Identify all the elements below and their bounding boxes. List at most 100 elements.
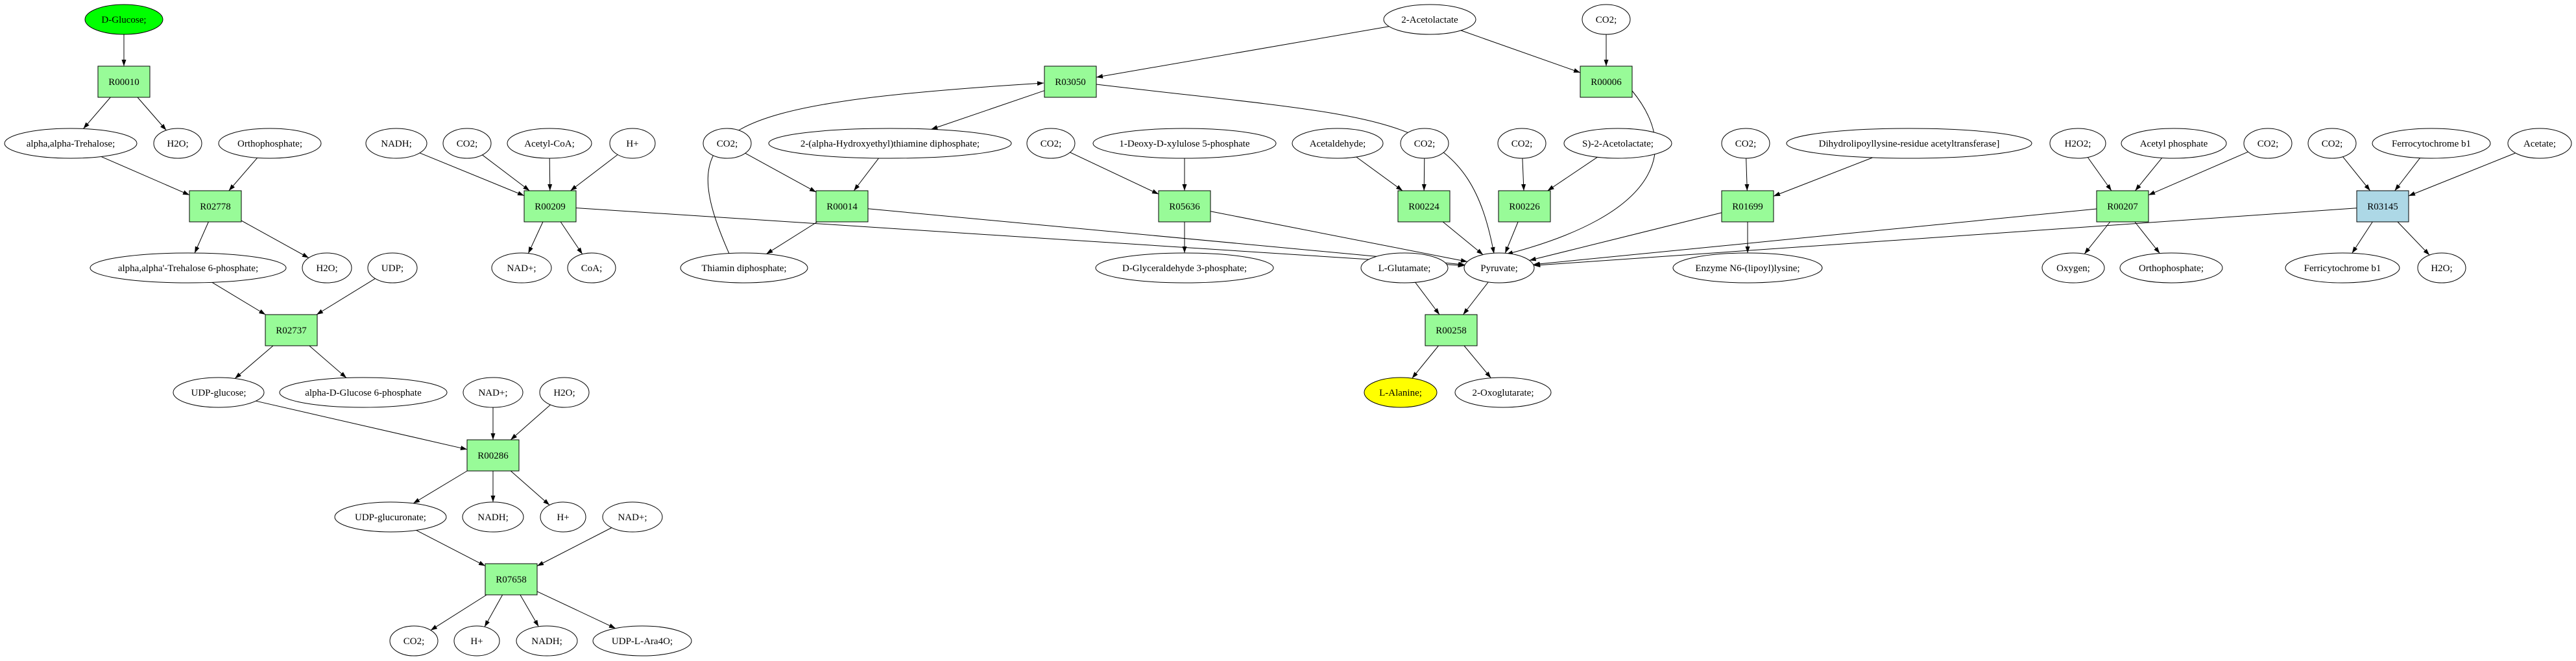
compound-node[interactable]: Orthophosphate; <box>2119 252 2223 283</box>
node-label: UDP; <box>381 263 403 274</box>
compound-node[interactable]: D-Glucose; <box>84 4 163 35</box>
compound-ellipse <box>540 501 586 533</box>
compound-node[interactable]: Ferrocytochrome b1 <box>2372 128 2491 159</box>
compound-node[interactable]: CO2; <box>1721 128 1770 159</box>
reaction-box <box>1721 190 1774 222</box>
compound-node[interactable]: L-Glutamate; <box>1360 252 1449 283</box>
node-label: R01699 <box>1732 202 1763 212</box>
compound-node[interactable]: NAD+; <box>602 501 663 533</box>
reaction-box <box>1044 66 1097 98</box>
reaction-node-R00207[interactable]: R00207 <box>2096 190 2149 222</box>
compound-node[interactable]: alpha-D-Glucose 6-phosphate <box>279 377 448 408</box>
node-label: UDP-glucose; <box>191 388 247 398</box>
compound-node[interactable]: S)-2-Acetolactate; <box>1563 128 1672 159</box>
edge-acald-to-R00224 <box>1356 156 1403 191</box>
compound-node[interactable]: H2O; <box>2417 252 2466 283</box>
reaction-node-R00209[interactable]: R00209 <box>524 190 577 222</box>
compound-node[interactable]: NADH; <box>365 128 427 159</box>
node-label: L-Glutamate; <box>1378 263 1431 274</box>
reaction-node-R00014[interactable]: R00014 <box>815 190 869 222</box>
compound-node[interactable]: 1-Deoxy-D-xylulose 5-phosphate <box>1092 128 1277 159</box>
compound-node[interactable]: Pyruvate; <box>1463 252 1535 283</box>
compound-node[interactable]: CO2; <box>2243 128 2293 159</box>
compound-node[interactable]: 2-Acetolactate <box>1383 4 1476 35</box>
edge-co2_g-to-R01699 <box>1744 158 1750 191</box>
compound-node[interactable]: CO2; <box>1026 128 1076 159</box>
compound-node[interactable]: UDP-glucose; <box>173 377 265 408</box>
compound-node[interactable]: CO2; <box>1497 128 1547 159</box>
compound-ellipse <box>567 252 616 283</box>
compound-node[interactable]: H+ <box>540 501 586 533</box>
compound-ellipse <box>84 4 163 35</box>
reaction-node-R00286[interactable]: R00286 <box>466 439 520 472</box>
compound-node[interactable]: Oxygen; <box>2041 252 2105 283</box>
compound-node[interactable]: NAD+; <box>463 377 524 408</box>
edge-R03145-to-pyr <box>1534 208 2357 268</box>
node-label: D-Glucose; <box>101 15 146 25</box>
compound-node[interactable]: UDP-L-Ara4O; <box>592 625 692 656</box>
compound-node[interactable]: CO2; <box>1582 4 1631 35</box>
compound-node[interactable]: Acetyl-CoA; <box>507 128 592 159</box>
reaction-node-R03145[interactable]: R03145 <box>2356 190 2409 222</box>
reaction-node-R00258[interactable]: R00258 <box>1425 314 1478 346</box>
compound-ellipse <box>2285 252 2400 283</box>
compound-node[interactable]: UDP; <box>367 252 418 283</box>
compound-node[interactable]: H2O; <box>539 377 590 408</box>
node-label: Pyruvate; <box>1480 263 1518 274</box>
compound-node[interactable]: Ferricytochrome b1 <box>2285 252 2400 283</box>
compound-node[interactable]: H2O2; <box>2049 128 2106 159</box>
compound-ellipse <box>4 128 138 159</box>
compound-node[interactable]: CoA; <box>567 252 616 283</box>
compound-node[interactable]: alpha,alpha-Trehalose; <box>4 128 138 159</box>
edge-R00014-to-thdp <box>766 221 818 254</box>
compound-node[interactable]: H+ <box>453 625 500 656</box>
node-label: alpha,alpha-Trehalose; <box>27 139 115 149</box>
compound-node[interactable]: NADH; <box>462 501 524 533</box>
compound-node[interactable]: Orthophosphate; <box>218 128 322 159</box>
compound-ellipse <box>1463 252 1535 283</box>
reaction-node-R00224[interactable]: R00224 <box>1397 190 1451 222</box>
compound-node[interactable]: Acetate; <box>2507 128 2572 159</box>
node-label: R07658 <box>496 575 527 585</box>
edge-R02737-to-udpglc <box>234 345 274 379</box>
reaction-node-R01699[interactable]: R01699 <box>1721 190 1774 222</box>
compound-node[interactable]: NADH; <box>516 625 578 656</box>
compound-node[interactable]: Enzyme N6-(lipoyl)lysine; <box>1672 252 1823 283</box>
compound-node[interactable]: Acetyl phosphate <box>2121 128 2227 159</box>
compound-node[interactable]: CO2; <box>389 625 439 656</box>
compound-node[interactable]: 2-(alpha-Hydroxyethyl)thiamine diphospha… <box>768 128 1012 159</box>
compound-ellipse <box>2417 252 2466 283</box>
reaction-node-R00010[interactable]: R00010 <box>97 66 150 98</box>
compound-node[interactable]: CO2; <box>703 128 752 159</box>
compound-node[interactable]: Thiamin diphosphate; <box>680 252 808 283</box>
compound-ellipse <box>1454 377 1552 408</box>
reaction-node-R00226[interactable]: R00226 <box>1498 190 1551 222</box>
reaction-node-R03050[interactable]: R03050 <box>1044 66 1097 98</box>
node-label: R00006 <box>1591 77 1622 88</box>
reaction-node-R02778[interactable]: R02778 <box>189 190 242 222</box>
compound-node[interactable]: D-Glyceraldehyde 3-phosphate; <box>1095 252 1274 283</box>
compound-ellipse <box>1563 128 1672 159</box>
edge-hetdp-to-R00014 <box>853 158 879 191</box>
compound-node[interactable]: H2O; <box>302 252 352 283</box>
reaction-node-R02737[interactable]: R02737 <box>265 314 318 346</box>
compound-node[interactable]: 2-Oxoglutarate; <box>1454 377 1552 408</box>
reaction-node-R00006[interactable]: R00006 <box>1580 66 1633 98</box>
node-label: R02737 <box>276 326 307 336</box>
compound-node[interactable]: H+ <box>609 128 656 159</box>
compound-node[interactable]: Acetaldehyde; <box>1292 128 1384 159</box>
node-label: H+ <box>626 139 638 149</box>
edge-R00209-to-nadp_a <box>527 221 544 254</box>
compound-node[interactable]: H2O; <box>153 128 202 159</box>
compound-node[interactable]: CO2; <box>1400 128 1449 159</box>
compound-node[interactable]: CO2; <box>2307 128 2357 159</box>
compound-node[interactable]: UDP-glucuronate; <box>334 501 447 533</box>
compound-node[interactable]: Dihydrolipoyllysine-residue acetyltransf… <box>1786 128 2032 159</box>
compound-node[interactable]: alpha,alpha'-Trehalose 6-phosphate; <box>90 252 287 283</box>
compound-node[interactable]: L-Alanine; <box>1364 377 1438 408</box>
node-label: H2O; <box>553 388 575 398</box>
reaction-node-R07658[interactable]: R07658 <box>485 563 538 595</box>
reaction-node-R05636[interactable]: R05636 <box>1158 190 1211 222</box>
compound-node[interactable]: NAD+; <box>491 252 552 283</box>
compound-node[interactable]: CO2; <box>442 128 492 159</box>
